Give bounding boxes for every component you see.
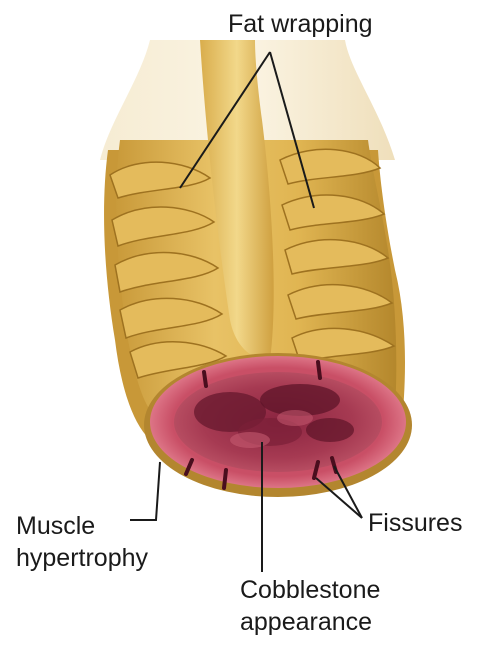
label-muscle-hypertrophy: Muscle hypertrophy	[16, 510, 148, 574]
label-muscle-line2: hypertrophy	[16, 542, 148, 574]
label-fissures: Fissures	[368, 507, 462, 539]
label-muscle-line1: Muscle	[16, 510, 148, 542]
label-cobblestone-appearance: Cobblestone appearance	[240, 574, 380, 638]
label-cobblestone-line1: Cobblestone	[240, 574, 380, 606]
label-fat-wrapping: Fat wrapping	[228, 8, 373, 40]
label-cobblestone-line2: appearance	[240, 606, 380, 638]
